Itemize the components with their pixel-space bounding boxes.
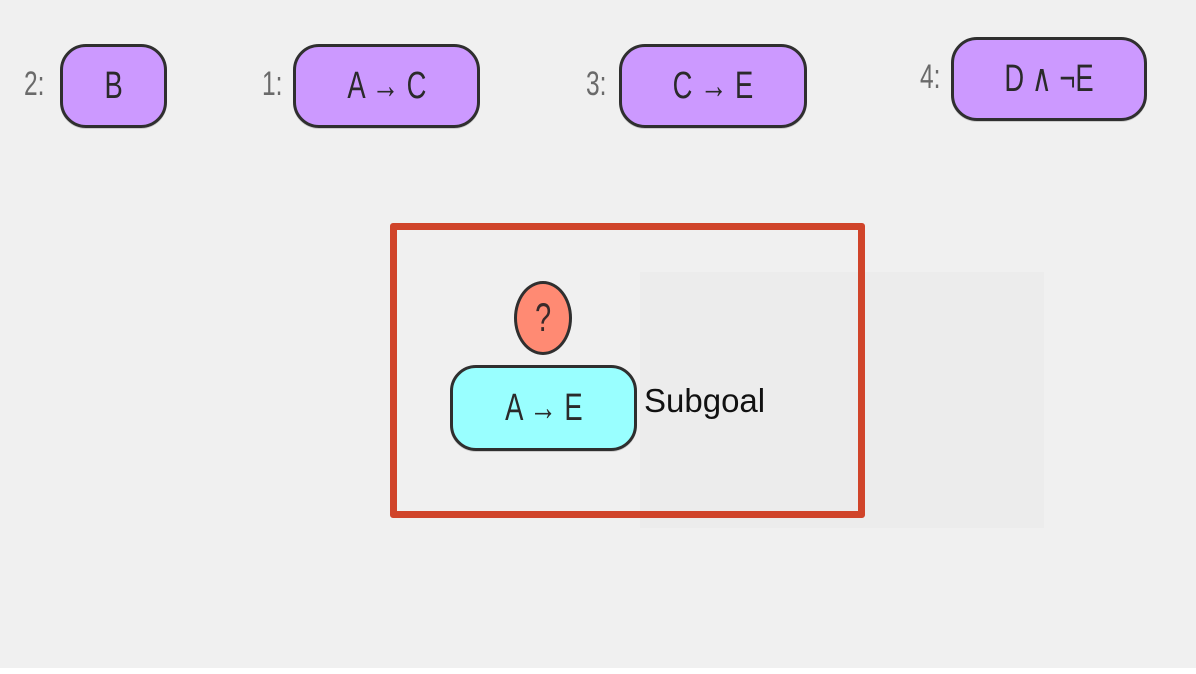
premise-index: 1: [262,65,283,103]
premise-index: 3: [586,65,607,103]
goal-focus-box [390,223,865,518]
premise-formula: D ∧ ¬E [1004,58,1094,100]
goal-label: Subgoal [644,382,766,419]
premise-index: 2: [24,65,45,103]
goal-node-a-implies-e[interactable]: A → E [450,365,637,451]
question-mark-icon: ? [534,296,552,340]
premise-index: 4: [920,58,941,96]
premise-node-d-and-not-e[interactable]: D ∧ ¬E [951,37,1147,121]
canvas-bottom-edge [0,668,1196,674]
premise-node-a-implies-c[interactable]: A → C [293,44,480,128]
goal-status-indicator[interactable]: ? [514,281,572,355]
goal-area-background [640,272,1044,528]
premise-formula: C → E [672,65,754,107]
goal-formula: A → E [504,387,583,429]
premise-node-b[interactable]: B [60,44,167,128]
premise-node-c-implies-e[interactable]: C → E [619,44,807,128]
premise-formula: B [104,65,123,107]
premise-formula: A → C [346,65,427,107]
